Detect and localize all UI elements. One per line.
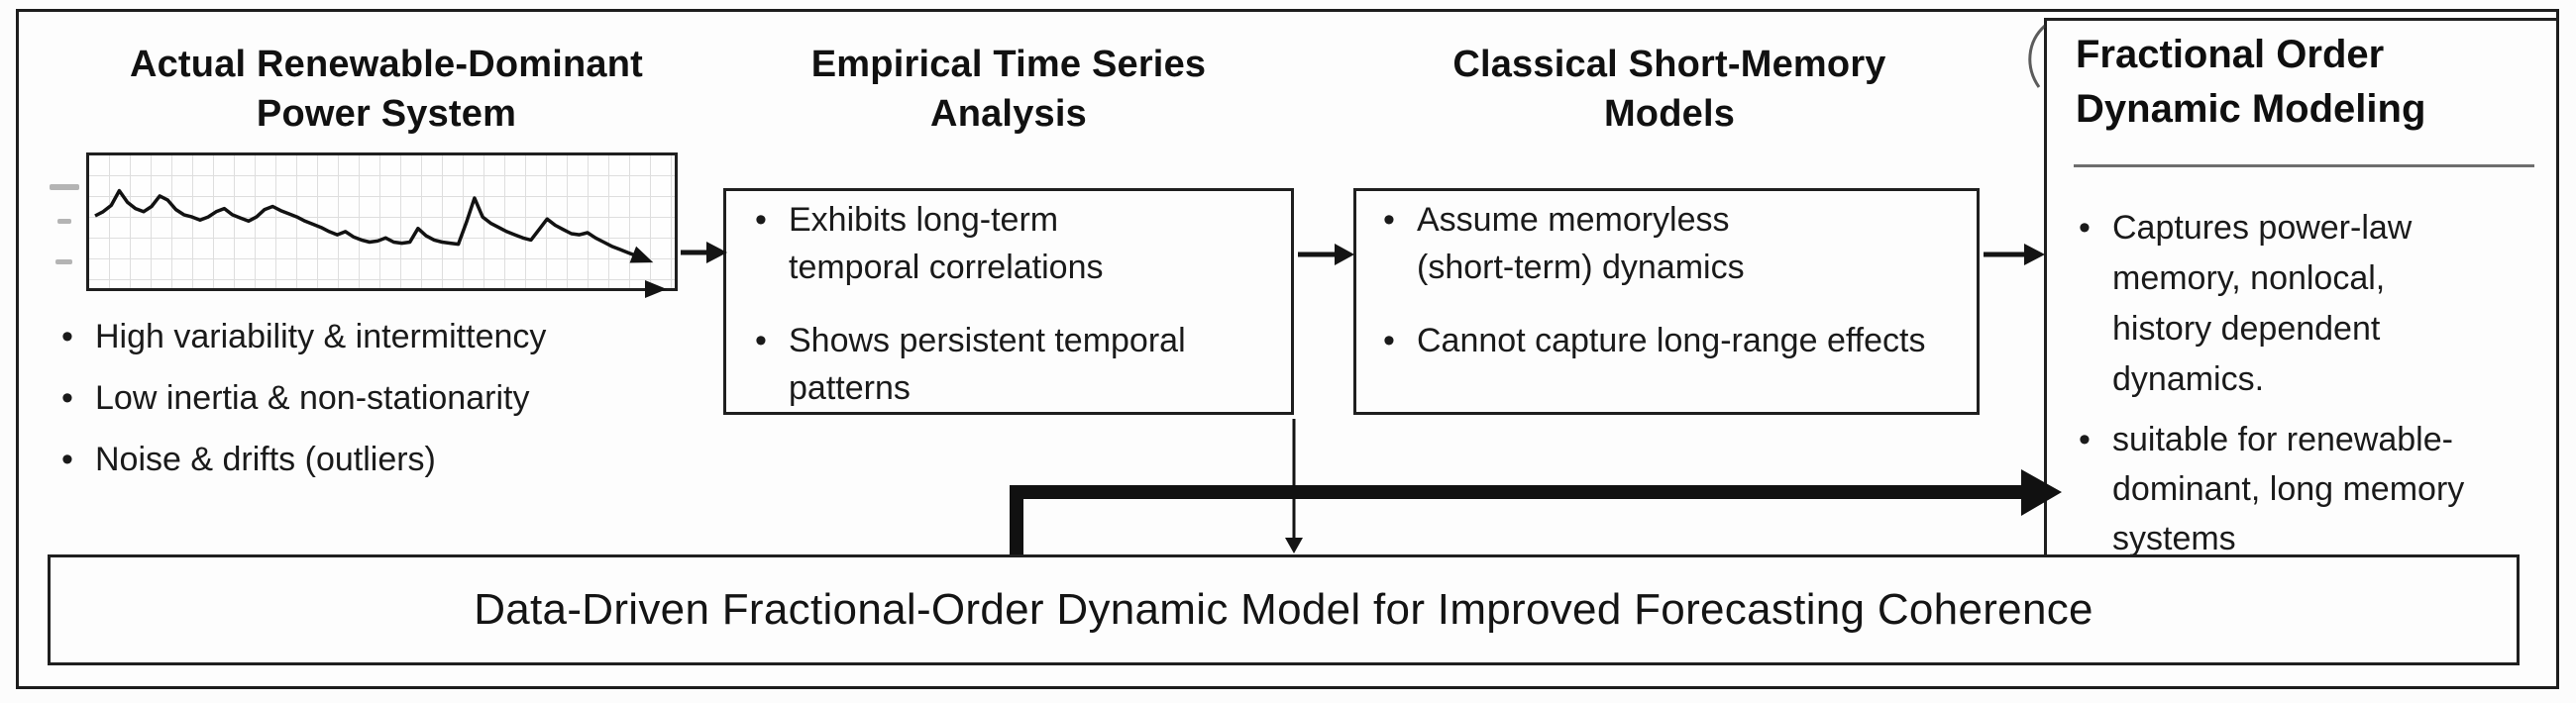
title-line: Dynamic Modeling (2076, 87, 2426, 131)
figure-outer-border (16, 9, 2559, 689)
list-item: Shows persistent temporal patterns (755, 317, 1255, 412)
bullet-text: Noise & drifts (outliers) (95, 441, 436, 478)
empirical-analysis-bullet-list: Exhibits long-term temporal correlations… (755, 196, 1255, 412)
title-line: Actual Renewable-Dominant (129, 44, 644, 85)
title-line: Analysis (930, 93, 1087, 135)
bullet-icon (2079, 415, 2112, 464)
list-item: Low inertia & non-stationarity (61, 378, 730, 418)
timeseries-line-plot (94, 188, 654, 263)
section-title-empirical-analysis: Empirical Time Series Analysis (731, 40, 1286, 139)
title-line: Fractional Order (2076, 33, 2385, 76)
classical-models-box (1353, 188, 1980, 415)
title-line: Classical Short-Memory (1452, 44, 1886, 85)
list-item: Cannot capture long-range effects (1383, 317, 1938, 364)
bullet-text: Low inertia & non-stationarity (95, 379, 530, 417)
bullet-icon (61, 378, 95, 418)
title-underline-rule (2074, 164, 2534, 167)
title-line: Empirical Time Series (810, 44, 1207, 85)
list-item: Exhibits long-term temporal correlations (755, 196, 1191, 291)
bullet-icon (1383, 317, 1417, 364)
list-item: suitable for renewable-dominant, long me… (2079, 415, 2490, 563)
list-item: Noise & drifts (outliers) (61, 440, 730, 479)
bullet-icon (2079, 203, 2112, 253)
y-axis-tick-mark (50, 184, 79, 190)
power-system-bullet-list: High variability & intermittency Low ine… (61, 317, 730, 501)
bottom-banner: Data-Driven Fractional-Order Dynamic Mod… (48, 554, 2520, 665)
bullet-text: Captures power-law memory, nonlocal, his… (2112, 209, 2413, 398)
bullet-text: suitable for renewable-dominant, long me… (2112, 421, 2465, 557)
bullet-icon (61, 317, 95, 356)
section-title-classical-models: Classical Short-Memory Models (1367, 40, 1972, 139)
y-axis-tick-mark (55, 259, 72, 264)
list-item: Assume memoryless (short-term) dynamics (1383, 196, 1829, 291)
section-title-power-system: Actual Renewable-Dominant Power System (45, 40, 728, 139)
list-item: Captures power-law memory, nonlocal, his… (2079, 203, 2475, 405)
title-line: Power System (256, 93, 517, 135)
bullet-icon (755, 317, 789, 364)
title-line: Models (1603, 93, 1736, 135)
bullet-text: High variability & intermittency (95, 318, 547, 355)
bullet-text: Exhibits long-term temporal correlations (789, 201, 1104, 286)
empirical-analysis-box (723, 188, 1294, 415)
bullet-text: Shows persistent temporal patterns (789, 322, 1186, 407)
line-end-arrowhead (629, 246, 654, 263)
fractional-modeling-bullet-list: Captures power-law memory, nonlocal, his… (2079, 203, 2490, 563)
fractional-modeling-box (2044, 18, 2559, 554)
bullet-text: Assume memoryless (short-term) dynamics (1417, 201, 1745, 286)
list-item: High variability & intermittency (61, 317, 730, 356)
y-axis-tick-mark (57, 219, 71, 224)
section-title-fractional-modeling: Fractional Order Dynamic Modeling (2076, 28, 2541, 137)
bullet-text: Cannot capture long-range effects (1417, 322, 1926, 359)
classical-models-bullet-list: Assume memoryless (short-term) dynamics … (1383, 196, 1938, 364)
bullet-icon (61, 440, 95, 479)
power-timeseries-chart (86, 152, 678, 291)
bullet-icon (1383, 196, 1417, 244)
bullet-icon (755, 196, 789, 244)
banner-text: Data-Driven Fractional-Order Dynamic Mod… (474, 585, 2093, 634)
